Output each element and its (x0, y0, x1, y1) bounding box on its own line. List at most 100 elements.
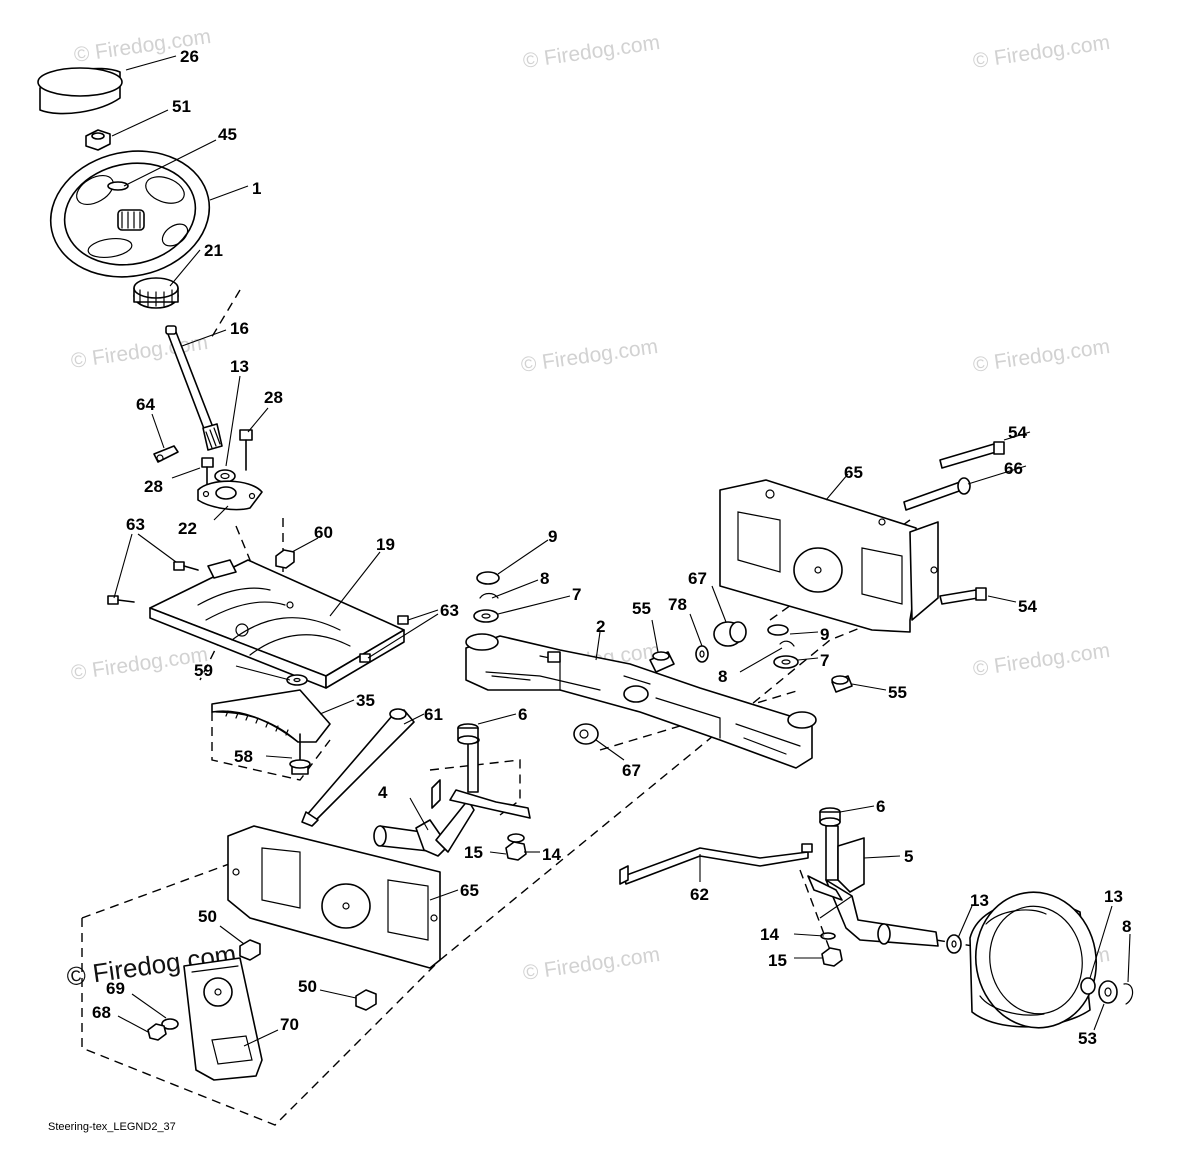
callout-16: 16 (230, 319, 249, 338)
nut-14-15-right (820, 932, 843, 967)
callout-2: 2 (596, 617, 605, 636)
callout-15: 15 (768, 951, 787, 970)
callout-6: 6 (518, 705, 527, 724)
callout-50: 50 (298, 977, 317, 996)
spacer-55 (649, 651, 853, 693)
bushing-6-right (819, 807, 841, 827)
callout-labels: 26 51 45 1 21 16 13 28 64 28 22 63 60 19… (92, 47, 1131, 1048)
callout-28: 28 (144, 477, 163, 496)
axle-cap-set-right (767, 624, 799, 669)
callout-13: 13 (230, 357, 249, 376)
callout-63: 63 (440, 601, 459, 620)
front-wheel (969, 891, 1098, 1029)
figure-id: Steering-tex_LEGND2_37 (48, 1121, 176, 1133)
watermark: © Firedog.com (521, 31, 661, 73)
spindle-right (807, 825, 939, 947)
screw-63 (107, 561, 409, 663)
sector-gear (211, 689, 331, 743)
callout-26: 26 (180, 47, 199, 66)
washer-69-nut-68 (147, 1018, 179, 1041)
callout-8: 8 (540, 569, 549, 588)
rod-end-64 (153, 445, 179, 463)
axle-bracket-rear (719, 479, 939, 633)
hex-nut-51 (85, 129, 111, 151)
callout-13: 13 (1104, 887, 1123, 906)
callout-55: 55 (632, 599, 651, 618)
callout-63: 63 (126, 515, 145, 534)
bolt-54-66 (903, 441, 1005, 605)
callout-51: 51 (172, 97, 191, 116)
tie-rod (619, 843, 813, 885)
callout-64: 64 (136, 395, 155, 414)
steering-wheel (49, 150, 211, 278)
callout-9: 9 (820, 625, 829, 644)
callout-54: 54 (1018, 597, 1037, 616)
axle-cap-set-left (473, 571, 500, 623)
bolt-58 (289, 733, 311, 775)
callout-7: 7 (820, 651, 829, 670)
washer-13 (214, 469, 236, 483)
callout-53: 53 (1078, 1029, 1097, 1048)
callout-59: 59 (194, 661, 213, 680)
callout-68: 68 (92, 1003, 111, 1022)
front-hitch-plate (183, 957, 263, 1081)
front-axle (465, 633, 817, 769)
callout-19: 19 (376, 535, 395, 554)
watermark: © Firedog.com (521, 943, 661, 985)
callout-62: 62 (690, 885, 709, 904)
callout-65: 65 (844, 463, 863, 482)
nut-50 (239, 939, 377, 1011)
callout-1: 1 (252, 179, 261, 198)
callout-78: 78 (668, 595, 687, 614)
callout-54: 54 (1008, 423, 1027, 442)
callout-14: 14 (542, 845, 561, 864)
watermark: © Firedog.com (971, 335, 1111, 377)
callout-70: 70 (280, 1015, 299, 1034)
callout-58: 58 (234, 747, 253, 766)
spindle-left (373, 736, 531, 857)
callout-6: 6 (876, 797, 885, 816)
callout-8: 8 (718, 667, 727, 686)
callout-21: 21 (204, 241, 223, 260)
callout-61: 61 (424, 705, 443, 724)
steering-support-plate (149, 559, 405, 689)
callout-8: 8 (1122, 917, 1131, 936)
wheel-hardware (946, 934, 1134, 1005)
pivot-bushing-67 (573, 621, 747, 745)
nut-60 (275, 549, 295, 569)
callout-65: 65 (460, 881, 479, 900)
watermark: © Firedog.com (519, 335, 659, 377)
steering-adapter (133, 277, 179, 309)
callout-55: 55 (888, 683, 907, 702)
callout-9: 9 (548, 527, 557, 546)
steering-wheel-cap (37, 67, 123, 115)
drag-link (301, 708, 415, 827)
watermark: © Firedog.com (971, 639, 1111, 681)
callout-50: 50 (198, 907, 217, 926)
nut-14-15 (505, 833, 527, 861)
callout-35: 35 (356, 691, 375, 710)
callout-66: 66 (1004, 459, 1023, 478)
callout-7: 7 (572, 585, 581, 604)
bearing-flange (197, 480, 263, 511)
callout-45: 45 (218, 125, 237, 144)
callout-28: 28 (264, 388, 283, 407)
callout-5: 5 (904, 847, 913, 866)
callout-14: 14 (760, 925, 779, 944)
callout-67: 67 (622, 761, 641, 780)
callout-22: 22 (178, 519, 197, 538)
washer-78 (695, 645, 709, 663)
callout-60: 60 (314, 523, 333, 542)
watermark: © Firedog.com (69, 643, 209, 685)
washer-59 (286, 674, 308, 686)
watermark: © Firedog.com (971, 31, 1111, 73)
callout-69: 69 (106, 979, 125, 998)
steering-shaft (165, 325, 223, 451)
bolt-28 (201, 429, 253, 491)
leader-lines (111, 55, 1131, 1047)
callout-67: 67 (688, 569, 707, 588)
callout-15: 15 (464, 843, 483, 862)
callout-4: 4 (378, 783, 388, 802)
